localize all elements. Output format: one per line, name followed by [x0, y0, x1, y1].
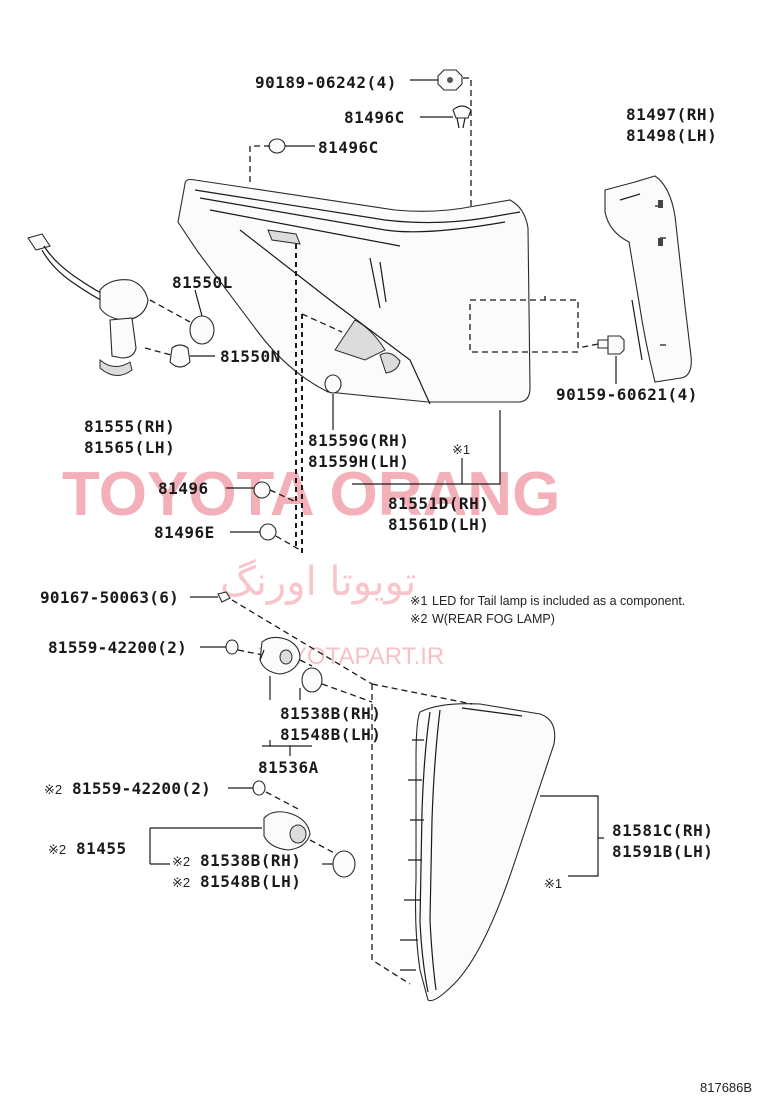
label-81455: 81455	[76, 839, 127, 858]
part-81551D-tail-lamp	[177, 178, 579, 405]
part-81496C-clip-top	[452, 105, 472, 129]
mark-81559b: ※2	[44, 782, 62, 797]
label-90159: 90159-60621(4)	[556, 385, 698, 404]
label-90167: 90167-50063(6)	[40, 588, 179, 607]
label-81496C-top: 81496C	[344, 108, 405, 127]
mark-81538b: ※2	[172, 854, 190, 869]
labels: 90189-06242(4) 81496C 81496C 81497(RH) 8…	[40, 73, 717, 891]
part-90167-screw	[217, 591, 231, 603]
note-2-text: W(REAR FOG LAMP)	[432, 612, 555, 626]
part-81581C-lens	[400, 703, 556, 1002]
label-81561D: 81561D(LH)	[388, 515, 489, 534]
part-81497-bracket	[604, 175, 692, 383]
part-81538B-gasket-a	[301, 667, 323, 693]
note-1-text: LED for Tail lamp is included as a compo…	[432, 594, 685, 608]
label-81536A: 81536A	[258, 758, 319, 777]
label-81551D: 81551D(RH)	[388, 494, 489, 513]
part-81559-42200-bulb-b	[252, 780, 266, 796]
part-81555-socket-wire	[27, 233, 149, 376]
label-81548B-a: 81548B(LH)	[280, 725, 381, 744]
label-81538B-b: 81538B(RH)	[200, 851, 301, 870]
label-81498: 81498(LH)	[626, 126, 717, 145]
figure-ref: 817686B	[700, 1080, 752, 1095]
label-81591B: 81591B(LH)	[612, 842, 713, 861]
mark-81548b: ※2	[172, 875, 190, 890]
part-81496-clip	[253, 481, 271, 499]
label-81559-b: 81559-42200(2)	[72, 779, 211, 798]
label-81565: 81565(LH)	[84, 438, 175, 457]
label-81581C: 81581C(RH)	[612, 821, 713, 840]
mark-81551: ※1	[452, 442, 470, 457]
watermark: TOYOTA ORANG تویوتا اورنگ TOYOTAPART.IR	[62, 460, 560, 670]
part-81538B-gasket-b	[332, 850, 356, 878]
label-81496E: 81496E	[154, 523, 215, 542]
part-81559-42200-bulb-a	[225, 639, 239, 655]
label-81559-a: 81559-42200(2)	[48, 638, 187, 657]
part-81496C-grommet	[268, 138, 286, 154]
part-90189-screw	[437, 69, 463, 91]
part-81538B-socket-a	[259, 636, 301, 675]
note-marks: ※1 ※2 ※2 ※2 ※2 ※1	[44, 442, 562, 891]
mark-81455: ※2	[48, 842, 66, 857]
label-81559G: 81559G(RH)	[308, 431, 409, 450]
mark-81581: ※1	[544, 876, 562, 891]
note-1-mark: ※1	[410, 594, 427, 608]
label-81538B-a: 81538B(RH)	[280, 704, 381, 723]
label-81550L: 81550L	[172, 273, 233, 292]
label-81548B-b: 81548B(LH)	[200, 872, 301, 891]
label-81555: 81555(RH)	[84, 417, 175, 436]
label-81496C: 81496C	[318, 138, 379, 157]
watermark-brand: TOYOTA ORANG	[62, 460, 560, 529]
label-81559H: 81559H(LH)	[308, 452, 409, 471]
label-81496: 81496	[158, 479, 209, 498]
part-81496E-clip	[259, 523, 277, 541]
notes: ※1 LED for Tail lamp is included as a co…	[410, 594, 685, 626]
watermark-persian: تویوتا اورنگ	[220, 559, 416, 605]
part-81550N-bulb	[169, 344, 191, 368]
label-81497: 81497(RH)	[626, 105, 717, 124]
part-81550L-bulb	[189, 315, 215, 345]
note-2-mark: ※2	[410, 612, 427, 626]
part-81455-socket	[263, 811, 311, 851]
part-81559G-socket	[324, 374, 342, 394]
label-81550N: 81550N	[220, 347, 281, 366]
part-90159-bolt	[597, 335, 625, 355]
label-90189: 90189-06242(4)	[255, 73, 397, 92]
